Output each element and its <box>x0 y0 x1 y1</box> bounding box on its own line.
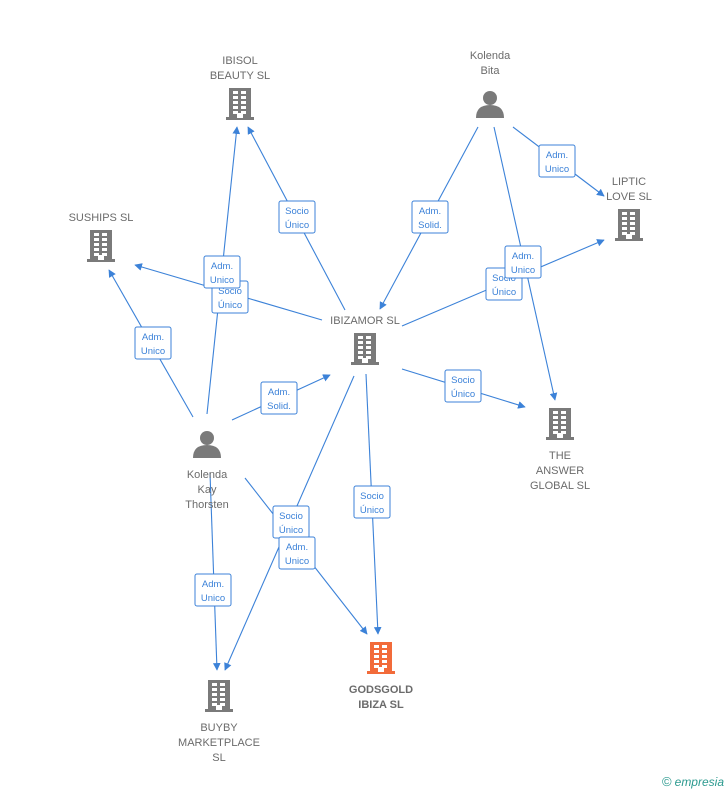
edge-label-text: Socio <box>492 273 516 284</box>
edge-labels-layer: SocioÚnicoSocioÚnicoSocioÚnicoSocioÚnico… <box>134 144 576 607</box>
node-label: Kolenda <box>187 469 228 481</box>
edge-label-box <box>134 326 172 360</box>
node-suships[interactable]: SUSHIPS SL <box>69 212 134 262</box>
edge-label-text: Adm. <box>268 387 290 398</box>
edge-label-text: Único <box>451 389 475 400</box>
edge-label-text: Único <box>285 220 309 231</box>
edge-label-text: Socio <box>360 491 384 502</box>
edge-label-box <box>411 200 449 234</box>
edge-label-text: Unico <box>545 164 569 175</box>
building-icon <box>87 230 115 262</box>
node-label: BUYBY <box>200 722 238 734</box>
node-label: BEAUTY SL <box>210 70 270 82</box>
edge-kolenda_kay-buyby <box>209 472 221 671</box>
edge-label-box <box>260 381 298 415</box>
edge-label-box <box>278 536 316 570</box>
node-label: LIPTIC <box>612 176 646 188</box>
node-label: GODSGOLD <box>349 684 413 696</box>
brand-initial: e <box>674 775 682 789</box>
edge-label-text: Socio <box>451 375 475 386</box>
edge-label-text: Único <box>279 525 303 536</box>
node-label: Bita <box>481 65 501 77</box>
edge-label-text: Unico <box>511 265 535 276</box>
node-label: GLOBAL SL <box>530 480 590 492</box>
edge-label-text: Único <box>360 505 384 516</box>
edge-label-box <box>278 200 316 234</box>
node-ibizamor[interactable]: IBIZAMOR SL <box>330 315 400 365</box>
node-label: Thorsten <box>185 499 228 511</box>
node-answer[interactable]: THE ANSWER GLOBAL SL <box>530 408 590 492</box>
edge-label-text: Unico <box>201 593 225 604</box>
brand-watermark: ©empresia <box>662 774 724 789</box>
node-buyby[interactable]: BUYBY MARKETPLACE SL <box>178 680 260 764</box>
node-godsgold[interactable]: GODSGOLD IBIZA SL <box>349 642 413 711</box>
edge-label-box <box>538 144 576 178</box>
building-icon <box>546 408 574 440</box>
edge-label-box <box>203 255 241 289</box>
edge-label-kolenda_kay-ibisol: Adm. Unico <box>203 255 241 289</box>
node-liptic[interactable]: LIPTIC LOVE SL <box>606 176 652 241</box>
edge-label-box <box>353 485 391 519</box>
node-ibisol[interactable]: IBISOL BEAUTY SL <box>210 55 270 120</box>
building-icon <box>367 642 395 674</box>
edge-label-text: Único <box>218 300 242 311</box>
edge-label-box <box>504 245 542 279</box>
person-icon <box>193 431 221 458</box>
edges-layer <box>108 126 605 671</box>
node-label: SUSHIPS SL <box>69 212 134 224</box>
node-label: LOVE SL <box>606 191 652 203</box>
edge-label-kolenda_kay-godsgold: Adm. Unico <box>278 536 316 570</box>
edge-label-text: Socio <box>285 206 309 217</box>
edge-label-text: Unico <box>285 556 309 567</box>
node-label: IBIZA SL <box>358 699 404 711</box>
edge-label-text: Socio <box>279 511 303 522</box>
node-label: IBISOL <box>222 55 257 67</box>
brand-name: mpresia <box>681 775 724 789</box>
edge-label-text: Adm. <box>546 150 568 161</box>
node-label: ANSWER <box>536 465 584 477</box>
edge-label-text: Solid. <box>267 401 291 412</box>
edge-label-box <box>444 369 482 403</box>
edge-label-text: Solid. <box>418 220 442 231</box>
node-label: IBIZAMOR SL <box>330 315 400 327</box>
edge-label-box <box>194 573 232 607</box>
edge-label-text: Adm. <box>211 261 233 272</box>
edge-label-kolenda_bita-answer: Adm. Unico <box>504 245 542 279</box>
edge-label-text: Único <box>492 287 516 298</box>
node-label: Kolenda <box>470 50 511 62</box>
nodes-layer: IBIZAMOR SL IBISOL BEAUTY SL SUSHIPS SL Kole… <box>69 50 652 764</box>
person-icon <box>476 91 504 118</box>
node-label: MARKETPLACE <box>178 737 260 749</box>
edge-label-kolenda_kay-suships: Adm. Unico <box>134 326 172 360</box>
edge-label-text: Adm. <box>286 542 308 553</box>
edge-label-text: Unico <box>210 275 234 286</box>
building-icon <box>615 209 643 241</box>
edge-label-kolenda_kay-ibizamor: Adm. Solid. <box>260 381 298 415</box>
edge-label-text: Adm. <box>142 332 164 343</box>
edge-label-text: Socio <box>218 286 242 297</box>
edge-label-text: Adm. <box>202 579 224 590</box>
node-label: SL <box>212 752 225 764</box>
building-icon <box>205 680 233 712</box>
building-icon <box>351 333 379 365</box>
edge-label-kolenda_kay-buyby: Adm. Unico <box>194 573 232 607</box>
edge-label-kolenda_bita-ibizamor: Adm. Solid. <box>411 200 449 234</box>
edge-label-text: Unico <box>141 346 165 357</box>
node-label: THE <box>549 450 571 462</box>
copyright-symbol: © <box>662 774 672 789</box>
edge-label-kolenda_bita-liptic: Adm. Unico <box>538 144 576 178</box>
node-label: Kay <box>198 484 217 496</box>
edge-label-text: Adm. <box>419 206 441 217</box>
building-icon <box>226 88 254 120</box>
edge-label-text: Adm. <box>512 251 534 262</box>
